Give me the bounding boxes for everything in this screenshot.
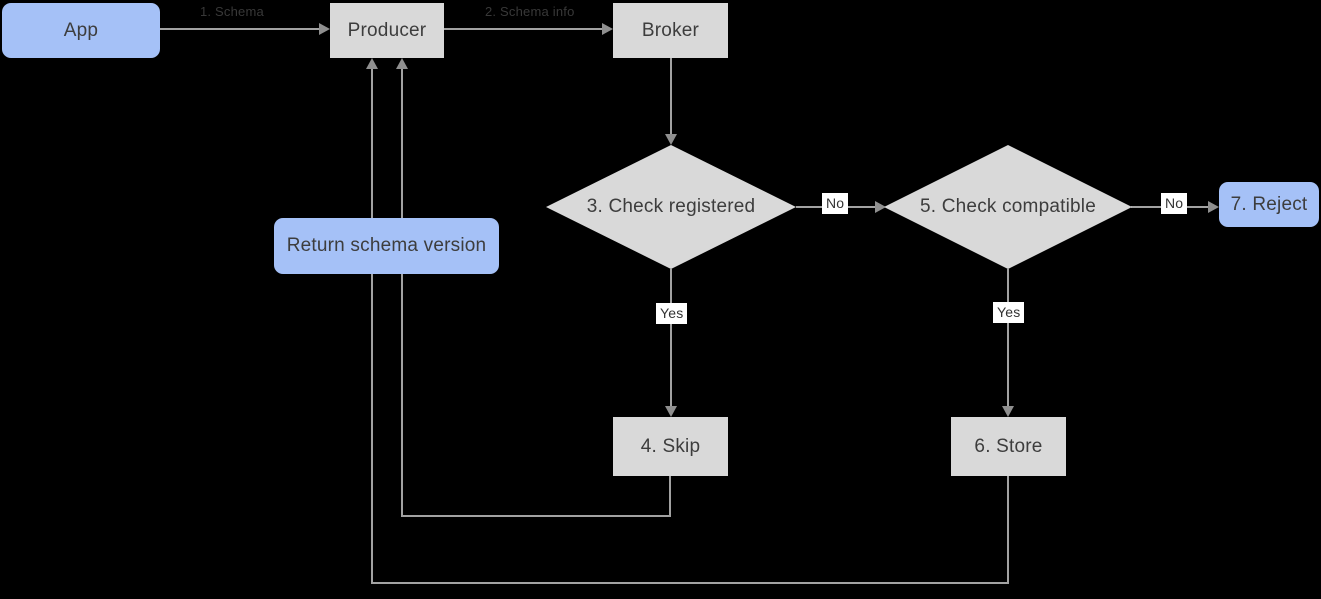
node-check-compatible-diamond: 5. Check compatible (884, 145, 1132, 269)
arrowhead-up-icon (366, 58, 378, 69)
node-skip: 4. Skip (613, 417, 728, 476)
node-reject: 7. Reject (1219, 182, 1319, 227)
node-broker: Broker (613, 3, 728, 58)
node-app-label: App (63, 19, 99, 41)
node-reject-label: 7. Reject (1230, 193, 1308, 215)
arrowhead-up-icon (396, 58, 408, 69)
node-check-registered-label: 3. Check registered (586, 196, 756, 217)
edge-registered-skip-line (670, 269, 672, 408)
node-broker-label: Broker (641, 19, 700, 41)
edge-skip-loop-horizontal-line (401, 515, 671, 517)
edge-label-no-compatible: No (1161, 193, 1188, 215)
edge-store-loop-horizontal-line (371, 582, 1009, 584)
node-return-schema-version-label: Return schema version (286, 235, 487, 256)
edge-label-yes-registered: Yes (656, 303, 688, 325)
edge-broker-checkregistered-line (670, 58, 672, 136)
edge-label-yes-compatible: Yes (993, 302, 1025, 324)
edge-skip-loop-down-line (669, 476, 671, 517)
arrowhead-right-icon (319, 23, 330, 35)
node-check-registered-diamond: 3. Check registered (546, 145, 796, 269)
node-app: App (2, 3, 160, 58)
node-check-compatible-label: 5. Check compatible (920, 196, 1096, 217)
node-skip-label: 4. Skip (640, 435, 701, 457)
edge-label-schema-info: 2. Schema info (485, 4, 575, 19)
arrowhead-down-icon (1002, 406, 1014, 417)
edge-store-loop-down-line (1007, 476, 1009, 584)
arrowhead-right-icon (875, 201, 886, 213)
edge-producer-broker-line (444, 28, 604, 30)
arrowhead-right-icon (602, 23, 613, 35)
edge-label-no-registered: No (822, 193, 849, 215)
edge-compatible-store-line (1007, 269, 1009, 408)
edge-label-schema: 1. Schema (200, 4, 264, 19)
edge-skip-loop-up-line (401, 69, 403, 517)
node-producer: Producer (330, 3, 444, 58)
arrowhead-right-icon (1208, 201, 1219, 213)
node-return-schema-version: Return schema version (274, 218, 499, 274)
node-producer-label: Producer (347, 19, 427, 41)
arrowhead-down-icon (665, 134, 677, 145)
arrowhead-down-icon (665, 406, 677, 417)
edge-store-loop-up-line (371, 69, 373, 584)
edge-app-producer-line (160, 28, 320, 30)
node-store-label: 6. Store (974, 435, 1043, 457)
node-store: 6. Store (951, 417, 1066, 476)
